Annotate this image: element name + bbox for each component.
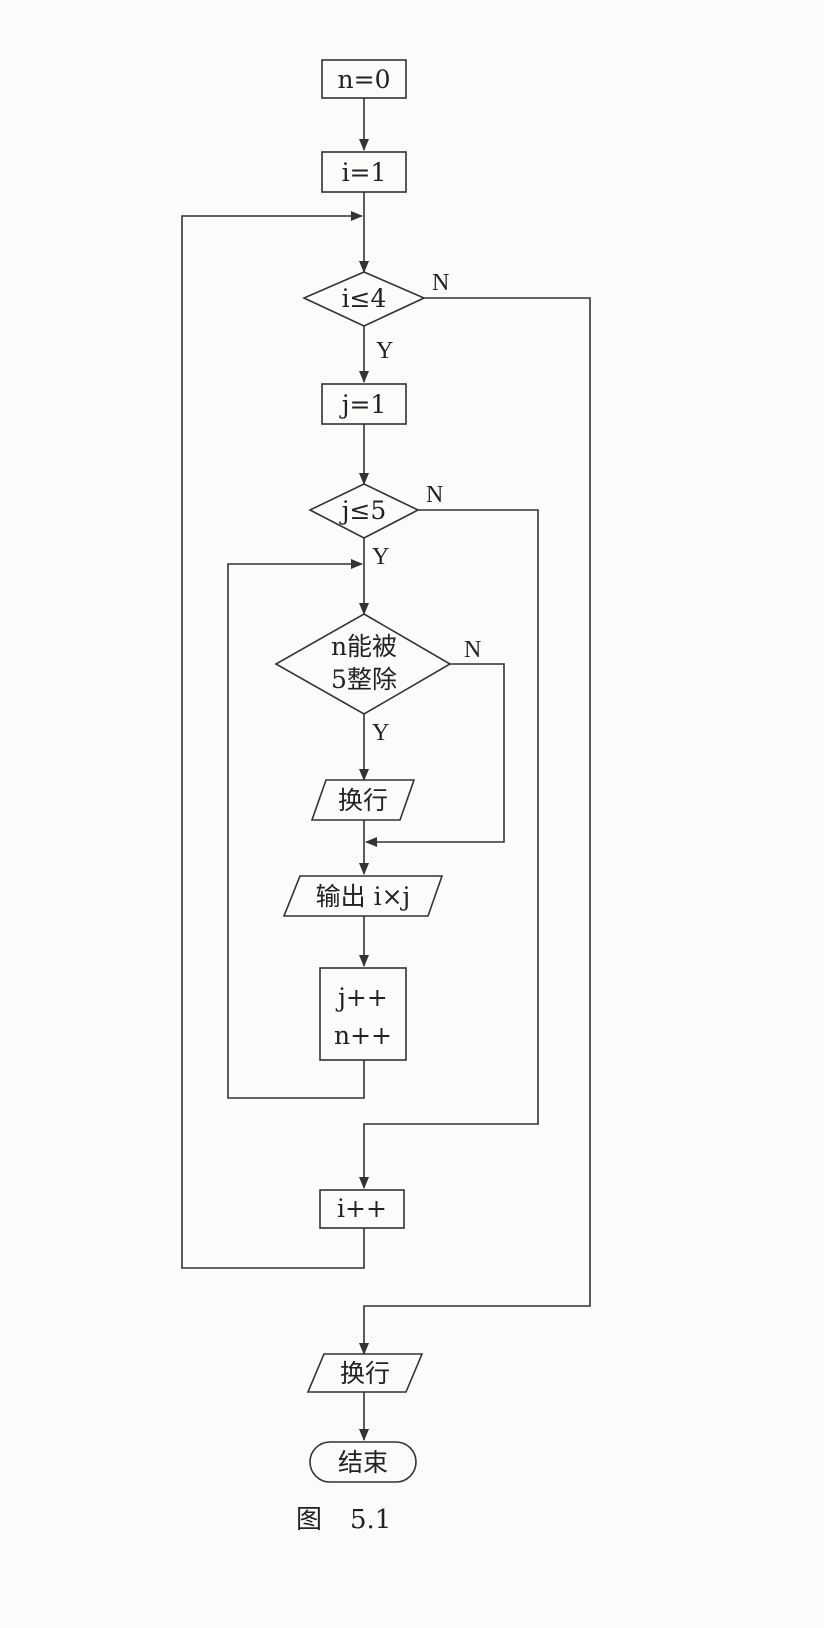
init-i-label: i=1 bbox=[342, 158, 387, 187]
cond-n-yes-label: Y bbox=[372, 720, 389, 746]
inc-i-box: i++ bbox=[319, 1189, 405, 1229]
inc-j-n-box: j++ n++ bbox=[319, 967, 407, 1061]
init-i-box: i=1 bbox=[321, 151, 407, 193]
cond-i-label: i≤4 bbox=[342, 284, 387, 313]
caption-number: 5.1 bbox=[350, 1505, 391, 1535]
output-label: 输出 i×j bbox=[316, 882, 411, 911]
figure-caption: 图 5.1 bbox=[296, 1505, 391, 1535]
cond-j-label: j≤5 bbox=[339, 496, 387, 525]
cond-n-label-line2: 5整除 bbox=[331, 665, 397, 694]
start-box: n=0 bbox=[321, 59, 407, 99]
init-j-box: j=1 bbox=[321, 383, 407, 425]
end-terminal: 结束 bbox=[309, 1441, 417, 1483]
cond-n-diamond: n能被 5整除 bbox=[274, 613, 452, 715]
cond-j-no-label: N bbox=[426, 482, 443, 508]
newline-inner-label: 换行 bbox=[338, 786, 388, 815]
start-label: n=0 bbox=[338, 65, 391, 94]
newline-final-parallelogram: 换行 bbox=[306, 1353, 424, 1393]
newline-final-label: 换行 bbox=[340, 1359, 390, 1388]
cond-n-no-label: N bbox=[464, 637, 481, 663]
cond-j-diamond: j≤5 bbox=[308, 483, 420, 539]
inc-n-label: n++ bbox=[334, 1021, 392, 1050]
cond-i-yes-label: Y bbox=[376, 338, 393, 364]
inc-i-label: i++ bbox=[337, 1194, 387, 1223]
cond-n-label-line1: n能被 bbox=[331, 632, 397, 661]
inc-j-label: j++ bbox=[335, 983, 388, 1012]
output-parallelogram: 输出 i×j bbox=[282, 875, 444, 917]
connector-lines bbox=[181, 98, 591, 1441]
newline-inner-parallelogram: 换行 bbox=[310, 779, 416, 821]
end-label: 结束 bbox=[338, 1448, 388, 1477]
init-j-label: j=1 bbox=[339, 390, 387, 419]
cond-i-diamond: i≤4 bbox=[302, 271, 426, 327]
cond-i-no-label: N bbox=[432, 270, 449, 296]
caption-prefix: 图 bbox=[296, 1505, 322, 1535]
cond-j-yes-label: Y bbox=[372, 544, 389, 570]
